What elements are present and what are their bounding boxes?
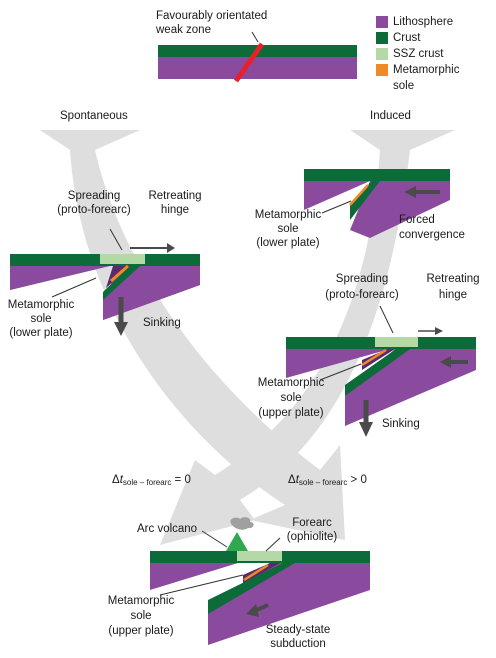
spont-sinking: Sinking	[143, 317, 181, 329]
spont-retreating-1: Retreating	[148, 190, 202, 202]
spont-sole-3: (lower plate)	[9, 327, 73, 339]
delta-t: t	[295, 474, 299, 486]
spontaneous-heading: Spontaneous	[60, 110, 128, 122]
ind-sole-2: sole	[277, 223, 299, 235]
bottom-sole-1: Metamorphic	[107, 595, 175, 607]
induced-diagram-1	[304, 169, 450, 238]
legend-item-metamorphic-sole: Metamorphic	[376, 63, 459, 77]
legend-swatch	[376, 48, 388, 60]
legend-label-line2: sole	[393, 80, 415, 92]
ind-retreating-2: hinge	[438, 289, 468, 301]
bottom-sole-3: (upper plate)	[108, 625, 174, 637]
initial-plate	[158, 31, 357, 83]
spont-sole-1: Metamorphic	[7, 299, 75, 311]
weak-zone-leader	[251, 31, 259, 43]
arc-volcano-label: Arc volcano	[137, 523, 198, 535]
delta-rel: > 0	[347, 474, 367, 486]
ind-sole2-1: Metamorphic	[257, 377, 325, 389]
legend-item-lithosphere: Lithosphere	[376, 15, 453, 29]
delta-sub: sole – forearc	[122, 478, 172, 487]
induced-heading: Induced	[370, 110, 411, 122]
legend-swatch	[376, 32, 388, 44]
delta-left: Δtsole – forearc = 0	[112, 473, 191, 490]
steady-state-2: subduction	[270, 638, 326, 650]
spont-sole-2: sole	[30, 313, 52, 325]
legend-label: Crust	[393, 32, 421, 44]
delta-prefix: Δ	[288, 474, 296, 486]
ind-sinking: Sinking	[382, 418, 420, 430]
weak-zone-label-1: Favourably orientated	[156, 10, 268, 22]
ind-sole-3: (lower plate)	[256, 237, 320, 249]
arc-volcano-shape	[226, 532, 248, 551]
ind-forced-2: convergence	[399, 229, 465, 241]
delta-prefix: Δ	[112, 474, 120, 486]
legend-swatch	[376, 16, 388, 28]
ind-retreating-1: Retreating	[426, 273, 480, 285]
legend-item-crust: Crust	[376, 31, 420, 45]
delta-right: Δtsole – forearc > 0	[288, 473, 367, 490]
bottom-sole-2: sole	[130, 610, 152, 622]
steady-state-1: Steady-state	[265, 624, 331, 636]
legend-swatch	[376, 64, 388, 76]
flow-arrow-right	[160, 130, 455, 545]
delta-t: t	[119, 474, 123, 486]
weak-zone-line	[233, 42, 265, 83]
spont-retreating-2: hinge	[160, 204, 190, 216]
delta-rel: = 0	[171, 474, 191, 486]
spont-spreading-2: (proto-forearc)	[57, 204, 131, 216]
volcano-plume	[230, 517, 254, 530]
ind-spreading-2: (proto-forearc)	[325, 289, 399, 301]
ind-sole2-2: sole	[280, 392, 302, 404]
forearc-label-2: (ophiolite)	[286, 531, 338, 543]
ind-forced-1: Forced	[399, 214, 435, 226]
ind-sole-1: Metamorphic	[254, 209, 322, 221]
legend-label: SSZ crust	[393, 48, 444, 60]
induced-diagram-2	[286, 305, 476, 437]
legend-label: Lithosphere	[393, 16, 454, 28]
spont-spreading-1: Spreading	[67, 190, 121, 202]
legend-item-ssz-crust: SSZ crust	[376, 47, 443, 61]
delta-sub: sole – forearc	[298, 478, 348, 487]
ind-spreading-1: Spreading	[335, 273, 389, 285]
forearc-label-1: Forearc	[292, 517, 332, 529]
ind-sole2-3: (upper plate)	[258, 407, 324, 419]
legend-label: Metamorphic	[393, 64, 460, 76]
steady-state-diagram	[150, 517, 370, 645]
weak-zone-label-2: weak zone	[156, 24, 211, 36]
spontaneous-diagram	[10, 228, 200, 336]
